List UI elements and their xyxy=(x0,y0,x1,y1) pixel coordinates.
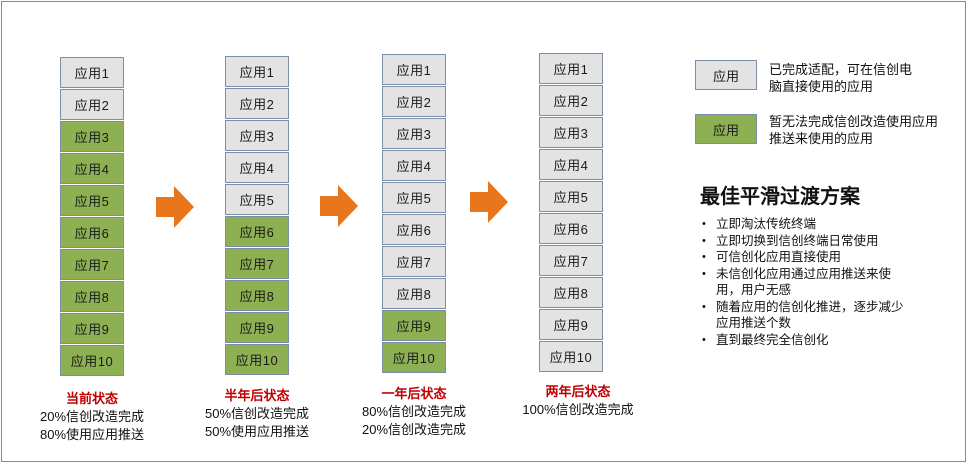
app-cell-9: 应用9 xyxy=(60,313,124,344)
stage-line-1: 20%信创改造完成 xyxy=(39,409,145,424)
app-cell-7: 应用7 xyxy=(382,246,446,277)
app-cell-10: 应用10 xyxy=(539,341,603,372)
app-cell-2: 应用2 xyxy=(539,85,603,116)
app-cell-8: 应用8 xyxy=(539,277,603,308)
app-cell-5: 应用5 xyxy=(60,185,124,216)
app-cell-3: 应用3 xyxy=(539,117,603,148)
right-arrow-icon xyxy=(470,181,508,223)
app-cell-6: 应用6 xyxy=(225,216,289,247)
plan-item: 可信创化应用直接使用 xyxy=(700,249,915,266)
app-cell-8: 应用8 xyxy=(225,280,289,311)
plan-item: 立即切换到信创终端日常使用 xyxy=(700,233,915,250)
plan-item: 未信创化应用通过应用推送来使用，用户无感 xyxy=(700,266,915,299)
plan-title: 最佳平滑过渡方案 xyxy=(700,186,860,208)
stage-line-1: 100%信创改造完成 xyxy=(522,402,634,417)
app-cell-5: 应用5 xyxy=(539,181,603,212)
stage-title: 一年后状态 xyxy=(381,386,447,401)
app-cell-10: 应用10 xyxy=(60,345,124,376)
app-cell-7: 应用7 xyxy=(539,245,603,276)
app-cell-8: 应用8 xyxy=(382,278,446,309)
app-cell-2: 应用2 xyxy=(60,89,124,120)
app-cell-2: 应用2 xyxy=(382,86,446,117)
app-cell-4: 应用4 xyxy=(539,149,603,180)
app-cell-1: 应用1 xyxy=(225,56,289,87)
legend-swatch-pushed: 应用 xyxy=(695,114,757,144)
app-cell-4: 应用4 xyxy=(225,152,289,183)
stage-caption-current: 当前状态 20%信创改造完成 80%使用应用推送 xyxy=(12,390,172,444)
app-cell-1: 应用1 xyxy=(60,57,124,88)
plan-item: 直到最终完全信创化 xyxy=(700,332,915,349)
stage-title: 半年后状态 xyxy=(224,388,290,403)
right-arrow-icon xyxy=(156,186,194,228)
plan-list: 立即淘汰传统终端立即切换到信创终端日常使用可信创化应用直接使用未信创化应用通过应… xyxy=(700,216,915,348)
app-cell-2: 应用2 xyxy=(225,88,289,119)
stage-caption-one-year: 一年后状态 80%信创改造完成 20%信创改造完成 xyxy=(334,385,494,439)
app-cell-3: 应用3 xyxy=(60,121,124,152)
app-cell-9: 应用9 xyxy=(539,309,603,340)
app-cell-5: 应用5 xyxy=(382,182,446,213)
stage-line-1: 80%信创改造完成 xyxy=(361,404,467,419)
app-cell-7: 应用7 xyxy=(60,249,124,280)
stage-title: 两年后状态 xyxy=(545,384,611,399)
app-cell-6: 应用6 xyxy=(382,214,446,245)
stage-line-2: 50%使用应用推送 xyxy=(204,424,310,439)
app-cell-4: 应用4 xyxy=(60,153,124,184)
app-cell-3: 应用3 xyxy=(225,120,289,151)
app-cell-6: 应用6 xyxy=(539,213,603,244)
app-cell-9: 应用9 xyxy=(225,312,289,343)
stage-caption-two-years: 两年后状态 100%信创改造完成 xyxy=(498,383,658,419)
app-cell-3: 应用3 xyxy=(382,118,446,149)
app-cell-1: 应用1 xyxy=(382,54,446,85)
right-arrow-icon xyxy=(320,185,358,227)
stage-title: 当前状态 xyxy=(65,391,118,406)
app-cell-4: 应用4 xyxy=(382,150,446,181)
app-cell-8: 应用8 xyxy=(60,281,124,312)
plan-item: 随着应用的信创化推进，逐步减少应用推送个数 xyxy=(700,299,915,332)
stage-caption-half-year: 半年后状态 50%信创改造完成 50%使用应用推送 xyxy=(177,387,337,441)
legend-text-adapted: 已完成适配，可在信创电脑直接使用的应用 xyxy=(769,62,913,94)
app-cell-7: 应用7 xyxy=(225,248,289,279)
app-cell-5: 应用5 xyxy=(225,184,289,215)
stage-line-2: 20%信创改造完成 xyxy=(361,422,467,437)
app-cell-1: 应用1 xyxy=(539,53,603,84)
stage-line-1: 50%信创改造完成 xyxy=(204,406,310,421)
app-cell-10: 应用10 xyxy=(382,342,446,373)
legend-text-pushed: 暂无法完成信创改造使用应用推送来使用的应用 xyxy=(769,114,939,146)
legend-swatch-adapted: 应用 xyxy=(695,60,757,90)
app-cell-9: 应用9 xyxy=(382,310,446,341)
app-cell-6: 应用6 xyxy=(60,217,124,248)
stage-line-2: 80%使用应用推送 xyxy=(39,427,145,442)
plan-item: 立即淘汰传统终端 xyxy=(700,216,915,233)
app-cell-10: 应用10 xyxy=(225,344,289,375)
